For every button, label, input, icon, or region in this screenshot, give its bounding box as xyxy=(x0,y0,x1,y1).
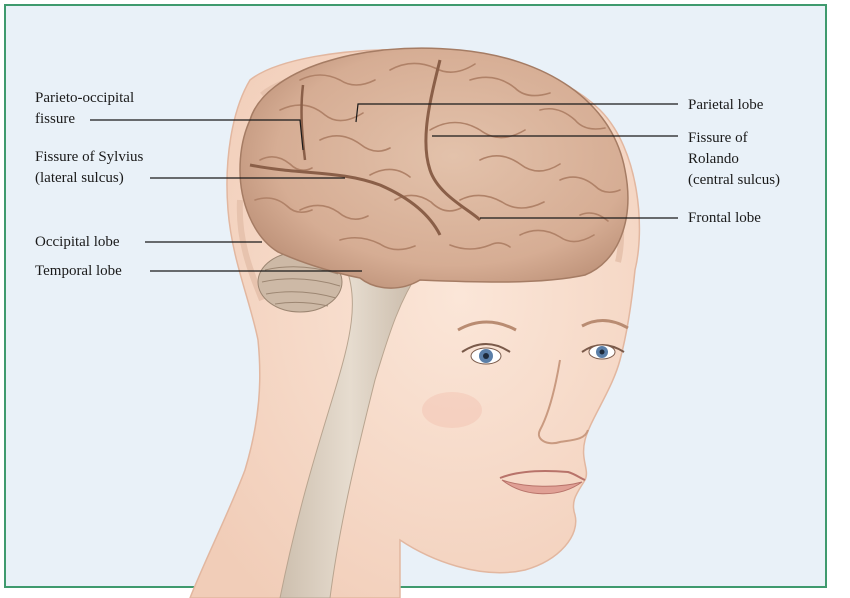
label-sylvius-1: Fissure of Sylvius xyxy=(35,149,144,165)
label-rolando-1: Fissure of xyxy=(688,130,748,146)
face-features xyxy=(422,319,629,495)
cerebrum xyxy=(239,47,629,289)
label-rolando-3: (central sulcus) xyxy=(688,172,781,188)
spinal-cord xyxy=(279,264,421,598)
label-parietal-lobe: Parietal lobe xyxy=(688,97,764,113)
label-sylvius-2: (lateral sulcus) xyxy=(35,170,124,186)
leader-parietal xyxy=(355,103,678,123)
leader-parieto-occipital xyxy=(90,119,304,151)
label-parieto-occipital-2: fissure xyxy=(35,111,75,127)
label-rolando-2: Rolando xyxy=(688,151,739,167)
label-parieto-occipital-1: Parieto-occipital xyxy=(35,90,135,106)
label-temporal-lobe: Temporal lobe xyxy=(35,263,122,279)
label-frontal-lobe: Frontal lobe xyxy=(688,210,761,226)
label-occipital-lobe: Occipital lobe xyxy=(35,234,120,250)
